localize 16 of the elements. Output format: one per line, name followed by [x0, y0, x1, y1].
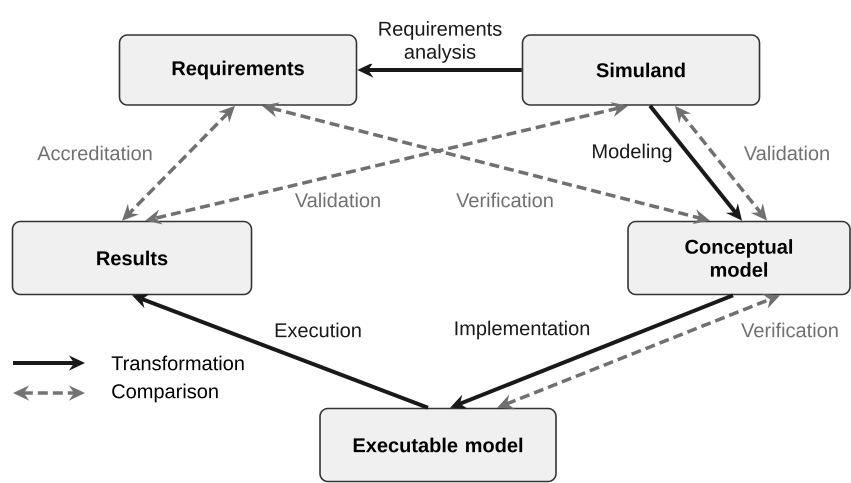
process-box: Simuland [522, 34, 760, 106]
process-box: Requirements [118, 34, 358, 106]
edge-label: Requirements analysis [364, 20, 516, 64]
process-box: Conceptual model [627, 220, 851, 296]
legend-label: Transformation [112, 356, 244, 370]
edge-label: Validation [294, 192, 382, 208]
edge-label: Verification [455, 192, 555, 208]
edge-label: Accreditation [36, 144, 154, 162]
edge-label: Validation [742, 144, 832, 162]
edge-label: Implementation [452, 320, 592, 340]
edge-label: Modeling [590, 142, 674, 164]
edge-label: Verification [740, 322, 840, 338]
legend-label: Comparison [112, 384, 218, 402]
process-box: Results [12, 220, 252, 296]
process-box: Executable model [319, 408, 557, 482]
edge-label: Execution [273, 322, 363, 338]
